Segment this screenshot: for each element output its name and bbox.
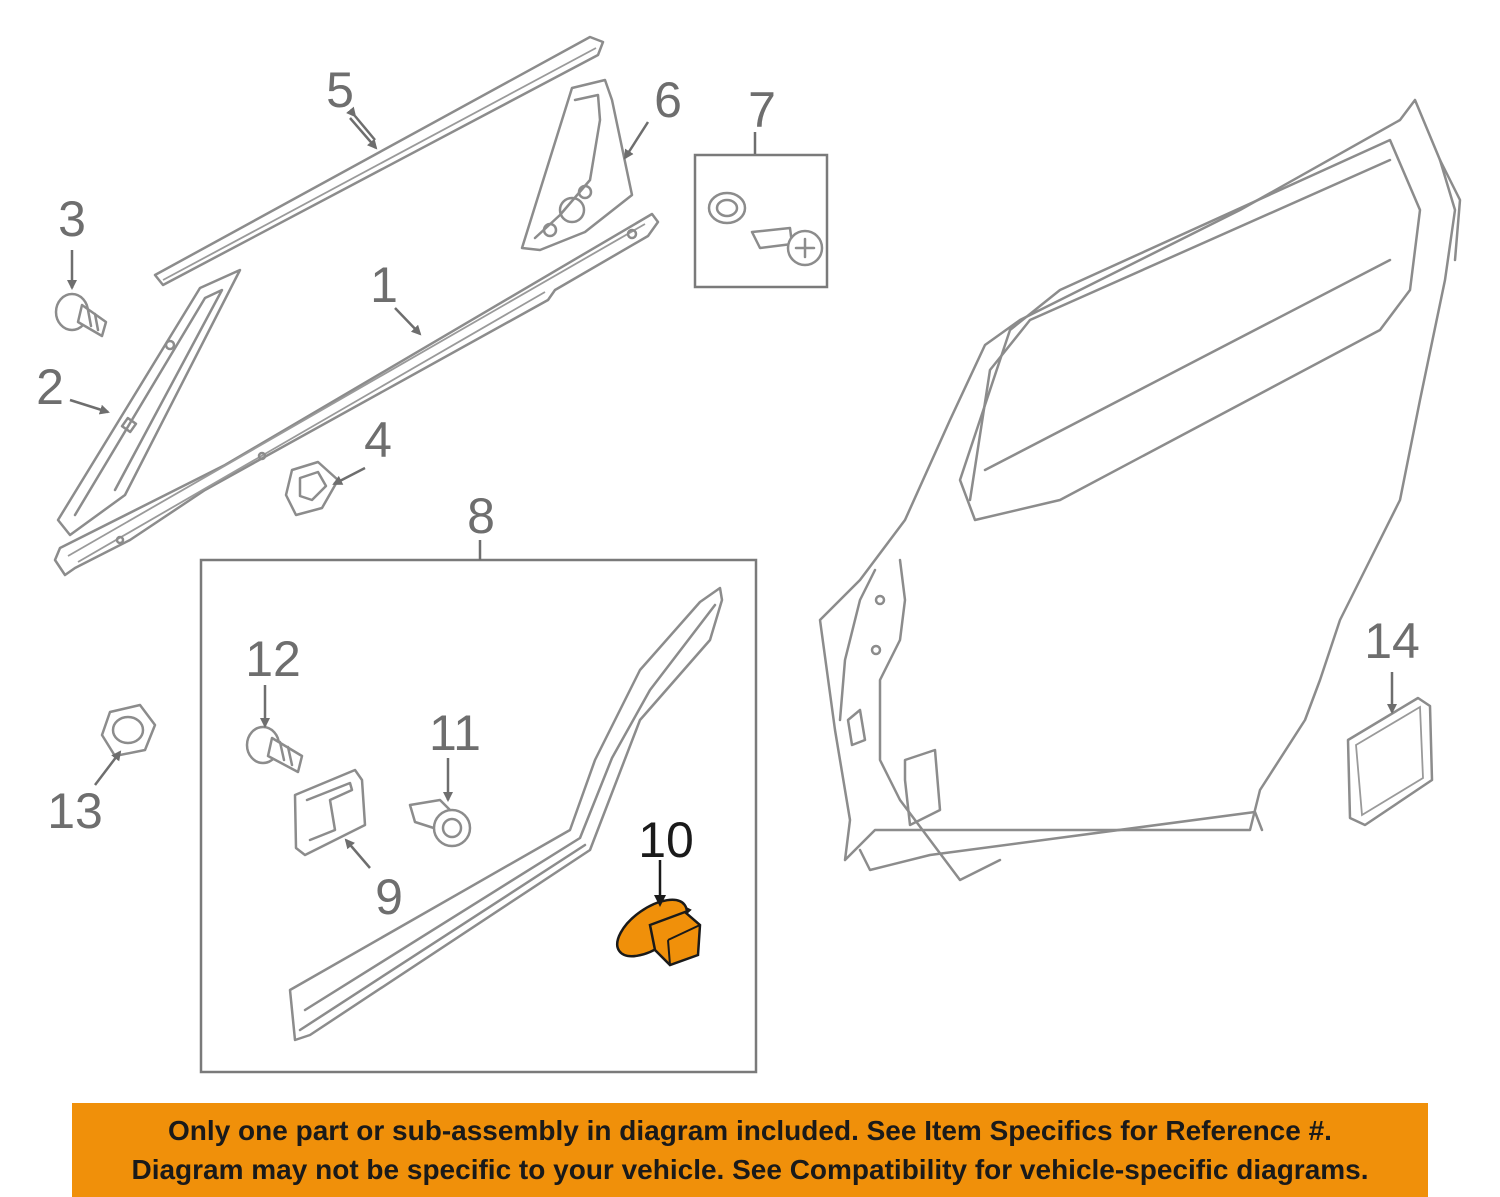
- part-1-belt-molding: [53, 212, 660, 577]
- part-3-bolt: [54, 292, 108, 338]
- callout-12: 12: [245, 631, 301, 687]
- part-8-assembly-box: [199, 558, 758, 1074]
- callout-10: 10: [638, 812, 694, 868]
- part-4-grommet: [284, 460, 340, 517]
- disclaimer-line-2: Diagram may not be specific to your vehi…: [131, 1154, 1369, 1185]
- part-10-highlighted-clip: [615, 898, 702, 967]
- leader-lines: [67, 106, 1397, 907]
- part-8-door-molding: [288, 586, 724, 1042]
- part-9-pad: [293, 768, 367, 857]
- callout-8: 8: [467, 488, 495, 544]
- part-2-pillar-garnish: [56, 268, 242, 537]
- disclaimer-banner: Only one part or sub-assembly in diagram…: [72, 1103, 1428, 1197]
- part-13-nut: [100, 703, 157, 758]
- part-5-outer-belt-strip: [153, 35, 605, 287]
- callout-6: 6: [654, 72, 682, 128]
- part-7-screw-washer-kit: [693, 153, 829, 289]
- callout-11: 11: [429, 705, 481, 761]
- callout-14: 14: [1364, 613, 1420, 669]
- callout-3: 3: [58, 191, 86, 247]
- part-12-bolt: [245, 725, 304, 774]
- part-6-corner-trim: [520, 78, 634, 252]
- diagram-canvas: 1 2 3 4 5 6 7 8 9 10 11 12 13 14: [36, 35, 1462, 1074]
- disclaimer-line-1: Only one part or sub-assembly in diagram…: [168, 1115, 1332, 1146]
- callout-13: 13: [47, 783, 103, 839]
- callout-5: 5: [326, 62, 354, 118]
- callout-2: 2: [36, 359, 64, 415]
- part-14-cover: [1346, 696, 1434, 827]
- callout-1: 1: [370, 257, 398, 313]
- callout-9: 9: [375, 869, 403, 925]
- door-shell: [818, 98, 1462, 882]
- part-11-clip: [408, 798, 472, 848]
- callout-labels: 1 2 3 4 5 6 7 8 9 10 11 12 13 14: [36, 62, 1420, 925]
- callout-7: 7: [748, 82, 776, 138]
- callout-4: 4: [364, 412, 392, 468]
